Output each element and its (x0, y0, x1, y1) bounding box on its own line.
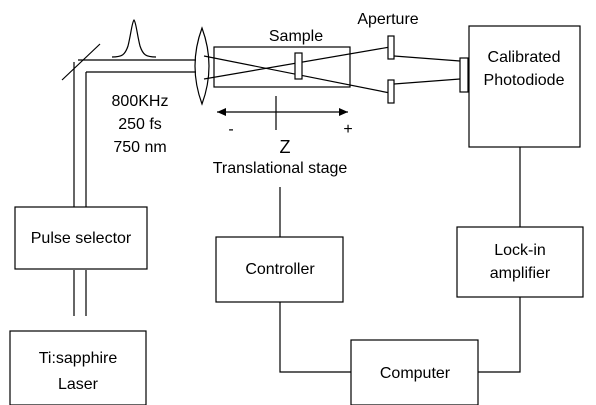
beam-path (73, 59, 196, 316)
label-stage: Translational stage (213, 160, 348, 177)
label-lockin: Lock-in (494, 242, 546, 259)
z-translation-arrow (217, 96, 348, 130)
label-pulse-width: 250 fs (118, 116, 162, 133)
lockin-amplifier-box (456, 226, 584, 298)
photodiode-window (459, 57, 469, 93)
label-wavelength: 750 nm (113, 139, 166, 156)
lens (194, 26, 210, 106)
label-computer: Computer (380, 365, 451, 382)
label-laser-model: Ti:sapphire (39, 350, 118, 367)
aperture-plates (387, 35, 395, 104)
laser-box (9, 330, 147, 405)
label-sample: Sample (269, 28, 323, 45)
label-pulse-selector: Pulse selector (31, 230, 132, 247)
label-calibrated: Calibrated (488, 49, 561, 66)
label-aperture: Aperture (357, 11, 418, 28)
signal-wires (279, 147, 521, 373)
mirror (61, 43, 101, 81)
label-controller: Controller (245, 261, 315, 278)
label-photodiode: Photodiode (484, 72, 565, 89)
gaussian-pulse-icon (111, 19, 157, 58)
photodiode-box (468, 25, 581, 148)
label-rep-rate: 800KHz (112, 93, 169, 110)
sample-slab (294, 52, 303, 80)
label-laser: Laser (58, 376, 99, 393)
diverging-beam (393, 55, 461, 85)
controller-box (215, 236, 344, 303)
label-amplifier: amplifier (490, 265, 551, 282)
pulse-selector-box (14, 206, 148, 270)
label-plus: + (343, 121, 352, 138)
label-z: Z (280, 137, 291, 157)
label-minus: - (228, 121, 233, 138)
